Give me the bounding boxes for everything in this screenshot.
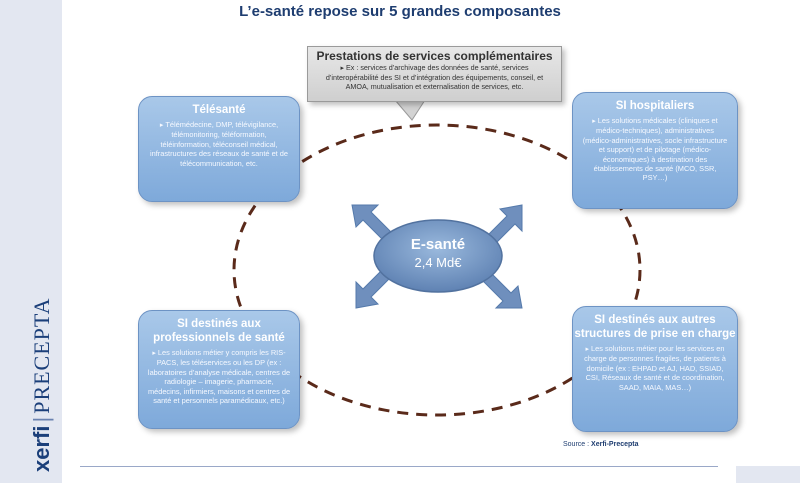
box-si-hospitaliers: SI hospitaliers ▸Les solutions médicales… [572, 92, 738, 209]
box-title: Prestations de services complémentaires [316, 49, 553, 63]
callout-pointer [393, 99, 426, 121]
dashed-ring [232, 123, 642, 417]
corner-strip [736, 466, 800, 483]
box-body: ▸Les solutions métier y compris les RIS-… [147, 348, 291, 406]
center-value: 2,4 Md€ [414, 255, 462, 270]
box-body: ▸Ex : services d’archivage des données d… [325, 63, 544, 92]
box-title: SI destinés aux professionnels de santé [153, 318, 285, 344]
box-title: SI destinés aux autres structures de pri… [574, 314, 736, 340]
sidebar-panel: xerfi|PRECEPTA [0, 0, 62, 483]
source-note: Source : Xerfi-Precepta [563, 441, 639, 448]
page-title: L’e-santé repose sur 5 grandes composant… [239, 3, 561, 20]
bottom-divider [80, 466, 718, 467]
center-node [373, 219, 503, 293]
bullet-icon: ▸ [159, 122, 164, 129]
box-si-professionnels: SI destinés aux professionnels de santé … [138, 310, 300, 429]
box-si-autres-structures: SI destinés aux autres structures de pri… [572, 306, 738, 432]
bullet-icon: ▸ [340, 65, 344, 72]
box-body: ▸Les solutions métier pour les services … [584, 344, 726, 392]
box-prestations: Prestations de services complémentaires … [307, 46, 562, 102]
bullet-icon: ▸ [152, 350, 156, 357]
box-body: ▸Télémédecine, DMP, télévigilance, télém… [149, 120, 289, 168]
bullet-icon: ▸ [592, 118, 596, 125]
bullet-icon: ▸ [585, 346, 589, 353]
center-title: E-santé [410, 236, 466, 253]
center-label: E-santé 2,4 Md€ [370, 236, 506, 272]
box-title: Télésanté [192, 104, 246, 116]
box-body: ▸Les solutions médicales (cliniques et m… [582, 116, 728, 183]
box-title: SI hospitaliers [615, 100, 695, 112]
box-telesante: Télésanté ▸Télémédecine, DMP, télévigila… [138, 96, 300, 202]
